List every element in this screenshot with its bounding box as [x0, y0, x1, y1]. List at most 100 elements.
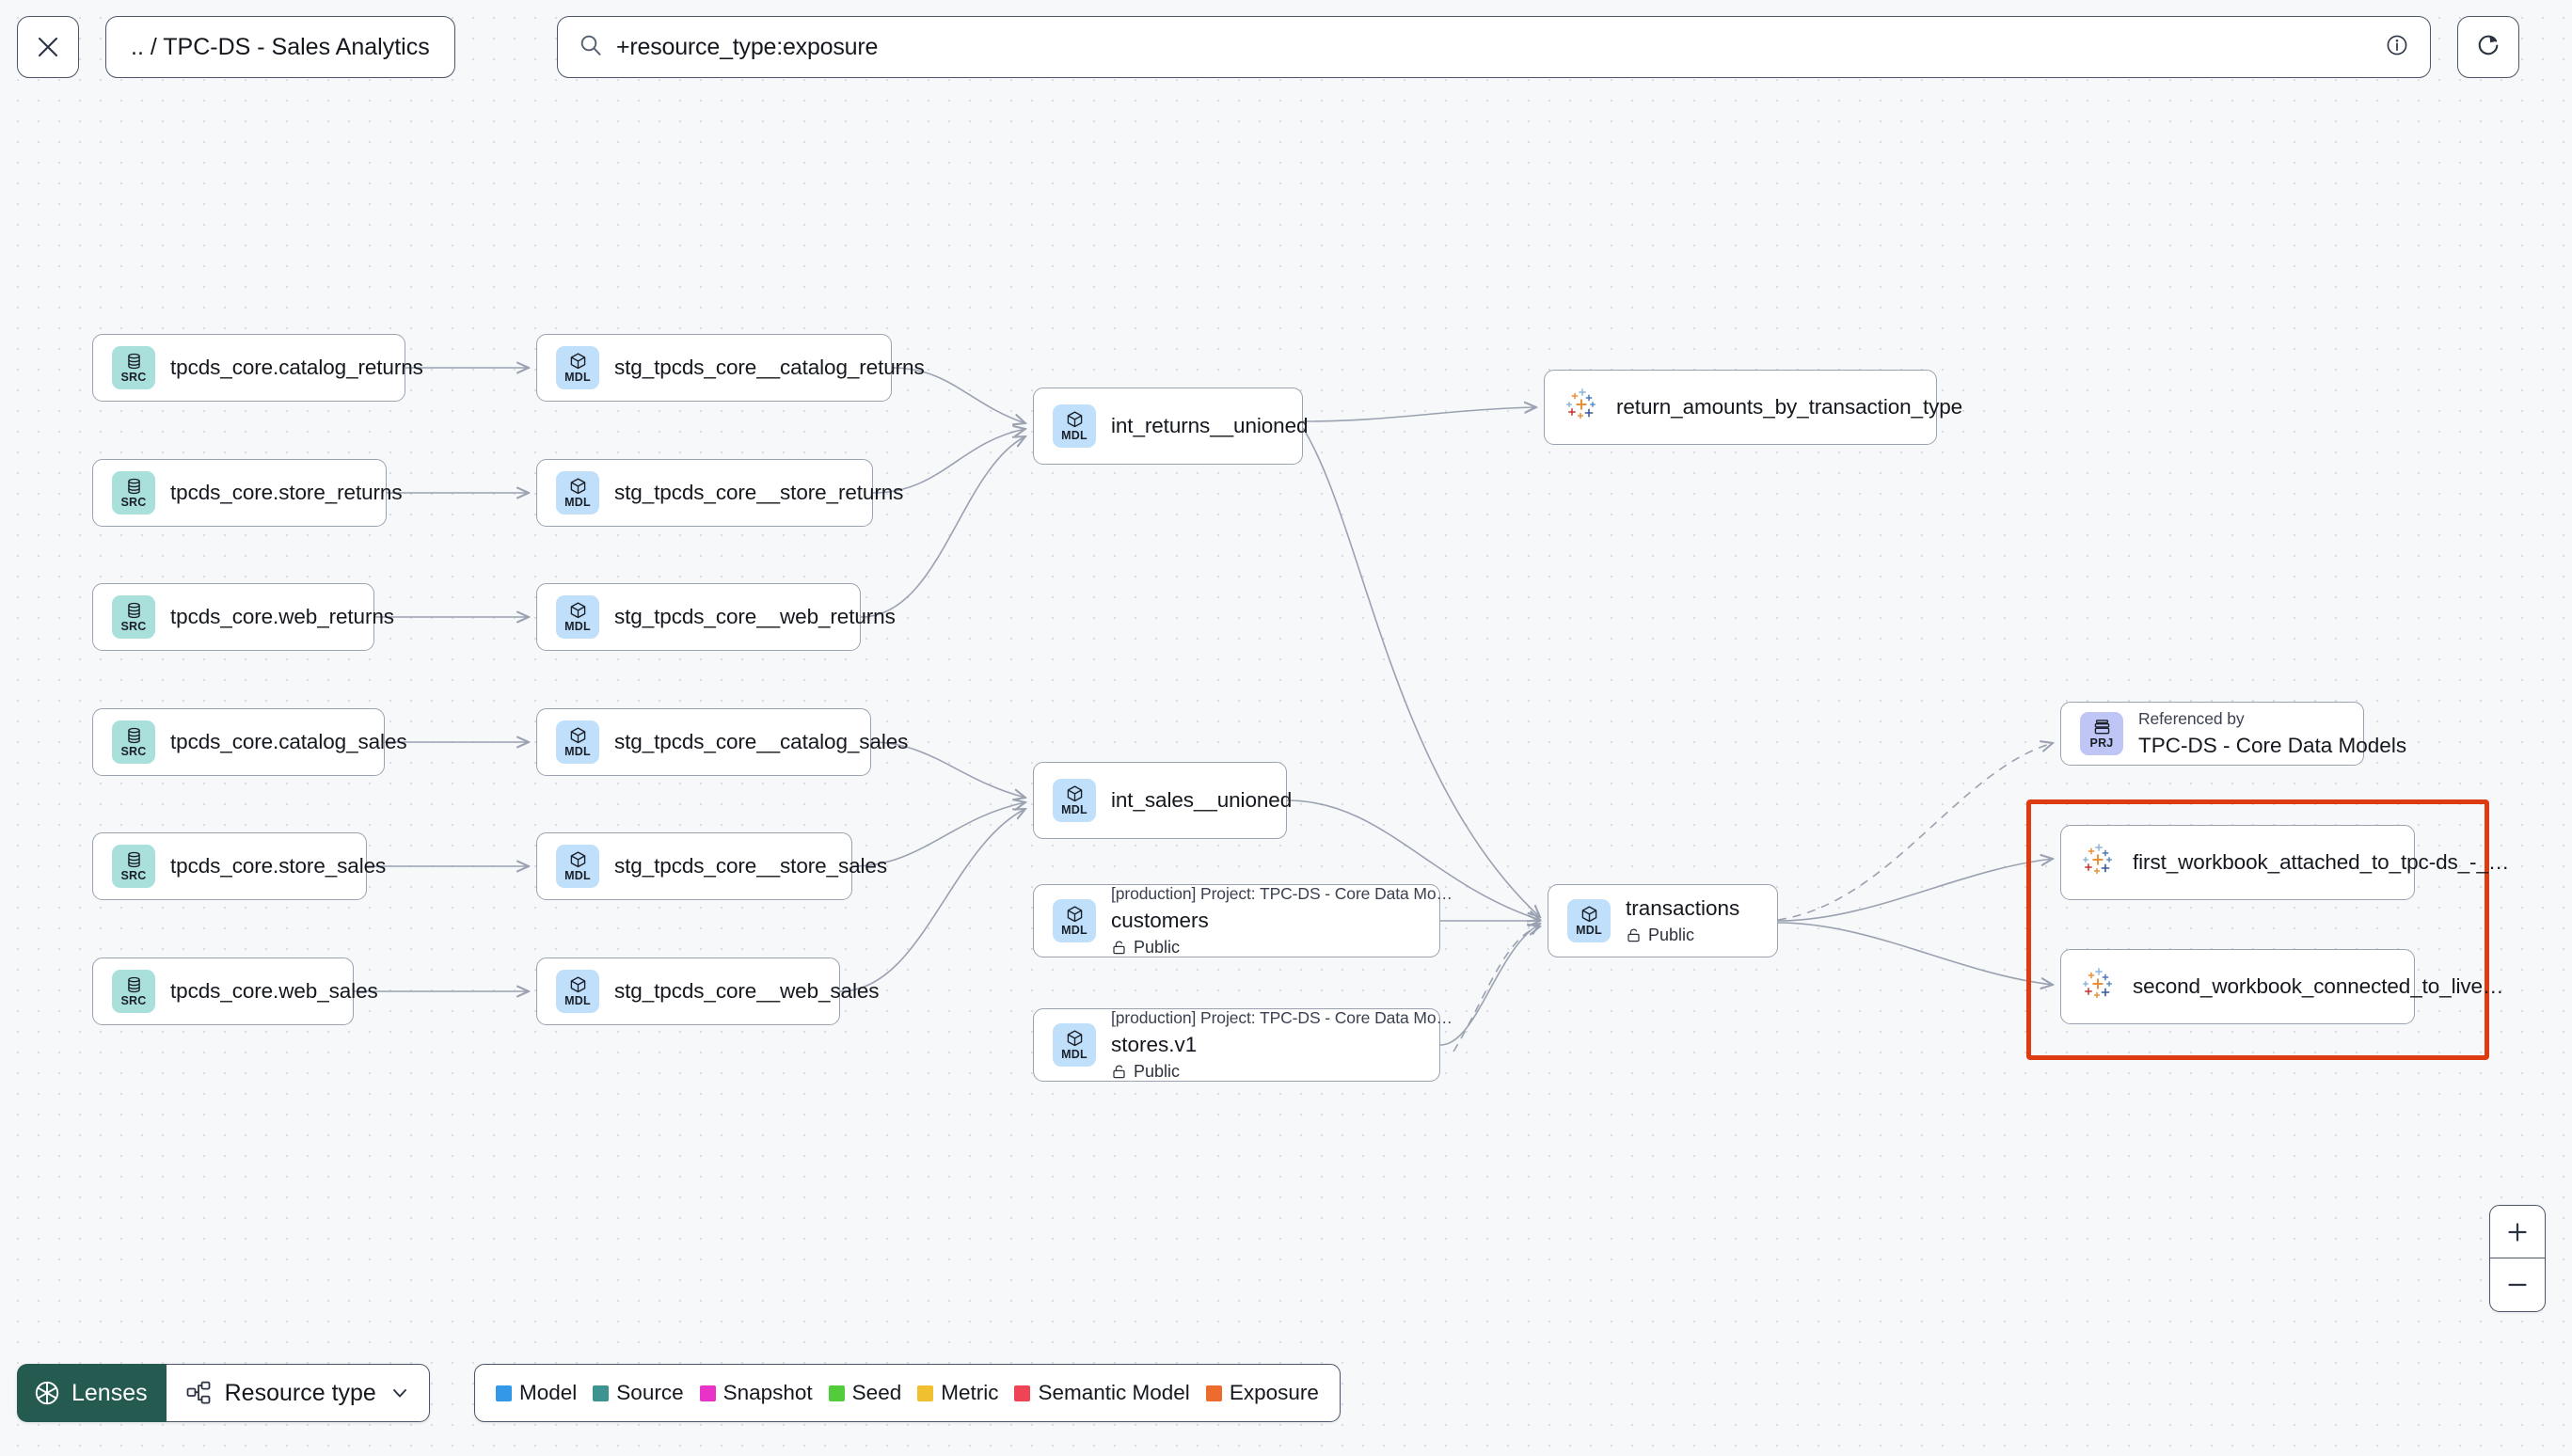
- legend-label: Snapshot: [722, 1381, 813, 1404]
- node-label: stg_tpcds_core__store_returns: [614, 481, 904, 504]
- node-visibility: Public: [1111, 938, 1453, 957]
- lineage-node-stores_v1[interactable]: MDL [production] Project: TPC-DS - Core D…: [1033, 1008, 1453, 1082]
- legend-swatch: [1014, 1385, 1031, 1401]
- node-type-badge: MDL: [556, 970, 599, 1013]
- lineage-node-stg_catalog_sales[interactable]: MDL stg_tpcds_core__catalog_sales: [536, 708, 908, 776]
- node-label: stg_tpcds_core__catalog_sales: [614, 730, 909, 753]
- node-label: tpcds_core.catalog_sales: [170, 730, 407, 753]
- node-label: first_workbook_attached_to_tpc-ds_-_…: [2133, 850, 2510, 874]
- database-icon: [125, 477, 143, 497]
- database-icon: [125, 850, 143, 870]
- chevron-down-icon: [389, 1383, 410, 1403]
- zoom-in-button[interactable]: [2490, 1206, 2545, 1258]
- lock-icon: [1111, 940, 1127, 956]
- lineage-node-stg_store_returns[interactable]: MDL stg_tpcds_core__store_returns: [536, 459, 903, 527]
- node-type-code: SRC: [120, 496, 147, 510]
- legend-label: Model: [519, 1381, 578, 1404]
- node-type-badge: MDL: [556, 471, 599, 514]
- node-type-code: SRC: [120, 371, 147, 385]
- lenses-label: Lenses: [71, 1379, 148, 1406]
- node-subtitle: [production] Project: TPC-DS - Core Data…: [1111, 1008, 1453, 1027]
- resource-type-dropdown[interactable]: Resource type: [166, 1364, 430, 1422]
- resource-type-label: Resource type: [224, 1379, 376, 1406]
- legend-swatch: [593, 1385, 610, 1401]
- legend-label: Metric: [941, 1381, 999, 1404]
- node-type-badge: PRJ: [2080, 712, 2123, 755]
- lens-group: Lenses Resource type: [17, 1364, 430, 1422]
- lineage-node-second_workbook[interactable]: second_workbook_connected_to_live…: [2060, 949, 2503, 1024]
- cube-icon: [1066, 905, 1084, 925]
- lineage-node-first_workbook[interactable]: first_workbook_attached_to_tpc-ds_-_…: [2060, 825, 2509, 900]
- zoom-controls: [2489, 1205, 2546, 1312]
- lenses-button[interactable]: Lenses: [17, 1364, 167, 1422]
- cube-icon: [569, 850, 587, 870]
- node-type-badge: SRC: [112, 845, 155, 888]
- cube-icon: [569, 975, 587, 995]
- resource-type-legend: Model Source Snapshot Seed Metric Semantic Mo…: [474, 1364, 1341, 1422]
- legend-item-metric[interactable]: Metric: [917, 1381, 998, 1405]
- node-title: TPC-DS - Core Data Models: [2138, 734, 2407, 757]
- node-visibility-label: Public: [1134, 1062, 1181, 1081]
- node-type-code: MDL: [1061, 803, 1088, 817]
- node-type-code: MDL: [1061, 429, 1088, 443]
- close-icon: [36, 35, 60, 59]
- node-visibility-label: Public: [1648, 926, 1695, 944]
- legend-label: Semantic Model: [1038, 1381, 1190, 1404]
- node-type-badge: SRC: [112, 471, 155, 514]
- node-type-badge: MDL: [556, 720, 599, 764]
- search-bar[interactable]: [557, 16, 2431, 78]
- node-type-badge: MDL: [1053, 404, 1096, 448]
- info-icon[interactable]: [2385, 33, 2409, 62]
- node-type-code: MDL: [564, 371, 591, 385]
- cube-icon: [1066, 784, 1084, 804]
- lineage-node-stg_web_sales[interactable]: MDL stg_tpcds_core__web_sales: [536, 957, 880, 1025]
- plus-icon: [2508, 1222, 2527, 1242]
- close-button[interactable]: [17, 16, 79, 78]
- refresh-button[interactable]: [2457, 16, 2519, 78]
- legend-swatch: [828, 1385, 845, 1401]
- legend-item-source[interactable]: Source: [593, 1381, 684, 1405]
- legend-swatch: [917, 1385, 934, 1401]
- legend-item-semantic-model[interactable]: Semantic Model: [1014, 1381, 1190, 1405]
- node-type-code: MDL: [564, 620, 591, 634]
- legend-swatch: [1205, 1385, 1222, 1401]
- legend-item-seed[interactable]: Seed: [828, 1381, 901, 1405]
- zoom-out-button[interactable]: [2490, 1258, 2545, 1311]
- database-icon: [125, 601, 143, 621]
- lineage-node-return_amounts[interactable]: return_amounts_by_transaction_type: [1544, 370, 1962, 445]
- node-label: tpcds_core.web_sales: [170, 979, 378, 1003]
- breadcrumb[interactable]: .. / TPC-DS - Sales Analytics: [105, 16, 455, 78]
- lineage-node-customers[interactable]: MDL[production] Project: TPC-DS - Core D…: [1033, 884, 1453, 957]
- legend-swatch: [699, 1385, 716, 1401]
- node-type-code: SRC: [120, 994, 147, 1008]
- node-type-code: MDL: [1061, 1048, 1088, 1062]
- refresh-icon: [2475, 32, 2501, 63]
- legend-item-exposure[interactable]: Exposure: [1205, 1381, 1319, 1405]
- node-type-code: MDL: [564, 496, 591, 510]
- lineage-node-src_web_sales[interactable]: SRC tpcds_core.web_sales: [92, 957, 378, 1025]
- node-label: stg_tpcds_core__web_sales: [614, 979, 880, 1003]
- search-input[interactable]: [616, 33, 2372, 61]
- node-type-badge: MDL: [1567, 899, 1611, 942]
- lineage-node-src_catalog_sales[interactable]: SRC tpcds_core.catalog_sales: [92, 708, 407, 776]
- node-type-code: PRJ: [2089, 736, 2114, 751]
- project-stack-icon: [2093, 718, 2111, 737]
- legend-item-model[interactable]: Model: [496, 1381, 577, 1405]
- node-type-badge: SRC: [112, 720, 155, 764]
- hierarchy-icon: [185, 1380, 212, 1406]
- breadcrumb-label: .. / TPC-DS - Sales Analytics: [131, 33, 430, 60]
- legend-item-snapshot[interactable]: Snapshot: [699, 1381, 813, 1405]
